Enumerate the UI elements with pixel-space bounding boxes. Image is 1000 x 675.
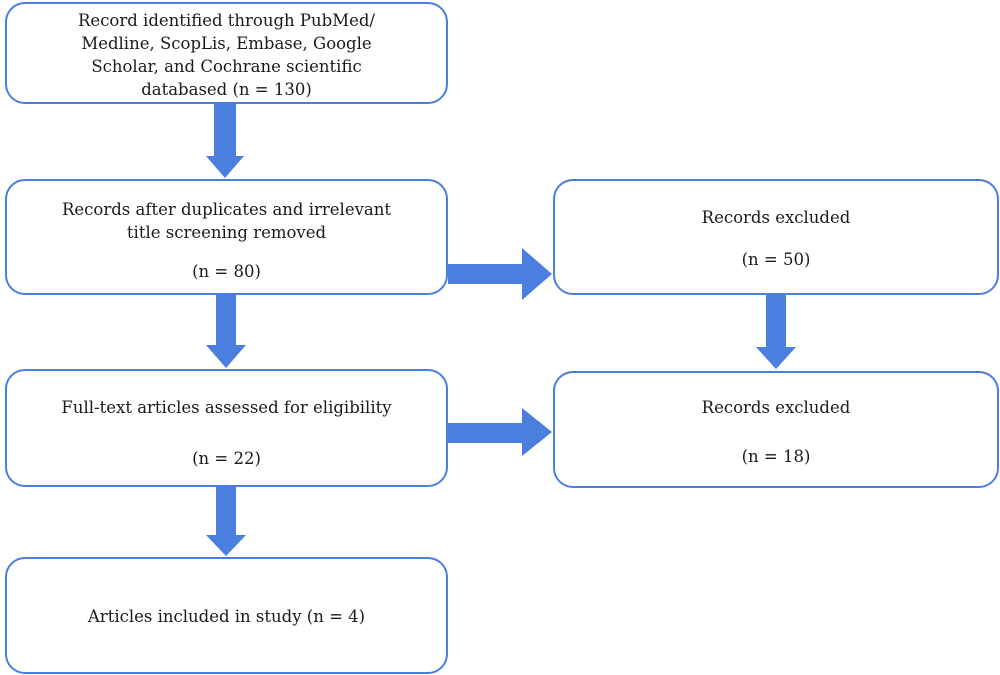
records-screened-line-1: Records after duplicates and irrelevant [61, 200, 392, 219]
records-excluded-box-1: Records excluded (n = 50) [553, 179, 999, 295]
full-text-assessed-label: Full-text articles assessed for eligibil… [61, 398, 392, 417]
records-excluded-count-1: (n = 50) [741, 250, 811, 269]
records-identified-box: Record identified through PubMed/ Medlin… [5, 2, 448, 104]
records-identified-line-4: databased (n = 130) [141, 80, 312, 99]
records-excluded-label-2: Records excluded [701, 398, 851, 417]
full-text-assessed-count: (n = 22) [192, 449, 261, 468]
articles-included-label: Articles included in study (n = 4) [87, 607, 366, 626]
records-excluded-box-2: Records excluded (n = 18) [553, 371, 999, 488]
records-excluded-label-1: Records excluded [701, 208, 851, 227]
records-excluded-count-2: (n = 18) [741, 447, 811, 466]
arrow-down-assessed-to-included [206, 487, 246, 556]
articles-included-box: Articles included in study (n = 4) [5, 557, 448, 674]
arrow-right-screened-to-excluded [448, 248, 552, 300]
records-screened-count: (n = 80) [192, 262, 261, 281]
records-identified-line-1: Record identified through PubMed/ [78, 11, 375, 30]
arrow-down-excluded-to-excluded [756, 295, 796, 369]
full-text-assessed-box: Full-text articles assessed for eligibil… [5, 369, 448, 487]
records-identified-line-3: Scholar, and Cochrane scientific [91, 57, 362, 76]
records-screened-box: Records after duplicates and irrelevant … [5, 179, 448, 295]
records-screened-line-2: title screening removed [126, 223, 327, 242]
arrow-right-assessed-to-excluded [448, 408, 552, 456]
records-identified-line-2: Medline, ScopLis, Embase, Google [81, 34, 372, 53]
arrow-down-identified-to-screened [206, 104, 244, 178]
arrow-down-screened-to-assessed [206, 295, 246, 368]
